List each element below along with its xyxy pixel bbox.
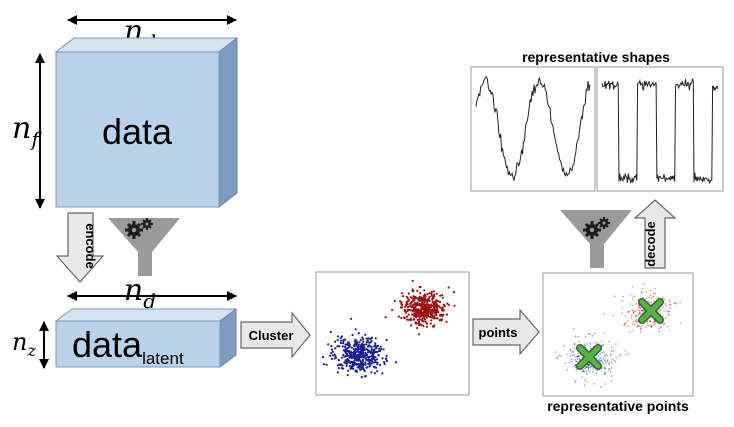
sine-wave-curve: [475, 76, 591, 181]
points-arrow: points: [472, 308, 540, 356]
nz-label: nz: [12, 328, 36, 360]
cluster-label: Cluster: [249, 328, 294, 343]
latent-block-top: [54, 308, 238, 322]
cluster-scatter-points: [321, 279, 456, 379]
funnel-right-icon: [560, 210, 632, 268]
points-label: points: [479, 325, 518, 340]
shape-panel-sine: [470, 66, 596, 192]
representative-points-caption: representative points: [547, 398, 689, 414]
square-wave-curve: [601, 78, 719, 184]
cluster-scatter-panel: [315, 271, 470, 396]
latent-block-label: datalatent: [72, 324, 184, 368]
representative-points-panel: [542, 272, 694, 397]
funnel-left-icon: [108, 218, 180, 276]
data-block-group: nd data nf: [12, 14, 239, 209]
cluster-arrow: Cluster: [240, 311, 311, 359]
decode-arrow: decode: [633, 199, 677, 269]
decode-label: decode: [643, 221, 658, 267]
latent-block-group: nd datalatent nz: [12, 273, 238, 369]
shape-panel-square: [596, 66, 724, 192]
data-block-side: [218, 36, 238, 209]
x-marker-icon: [576, 344, 602, 370]
representative-shapes-caption: representative shapes: [522, 49, 670, 65]
encode-arrow: encode: [55, 212, 105, 283]
encode-label: encode: [83, 223, 98, 269]
data-block-front: [55, 51, 220, 208]
data-block-label: data: [102, 111, 173, 152]
x-marker-icon: [638, 298, 664, 324]
latent-block-front: [55, 320, 221, 368]
nf-label: nf: [12, 111, 42, 151]
data-block-top: [54, 37, 239, 53]
nd-bottom-label: nd: [124, 273, 156, 313]
